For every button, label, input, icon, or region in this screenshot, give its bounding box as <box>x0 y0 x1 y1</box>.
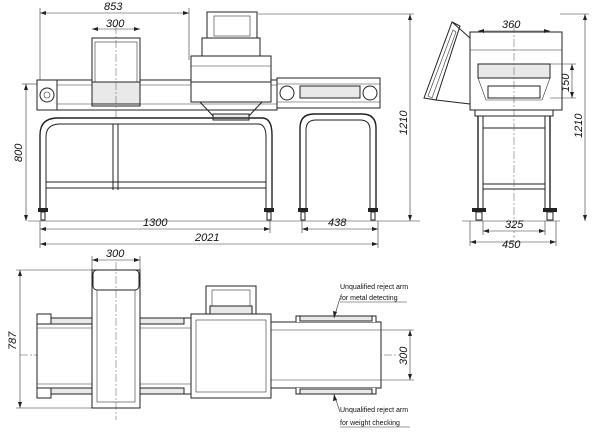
side-view: 360 150 1210 325 450 <box>423 13 589 251</box>
side-display-panel <box>423 21 461 101</box>
front-view: 853 300 1210 800 1300 438 <box>13 1 420 248</box>
dim-2021: 2021 <box>194 232 219 244</box>
dim-side-1210: 1210 <box>573 113 585 138</box>
front-display-screen <box>206 11 258 43</box>
dim-1300: 1300 <box>143 217 168 229</box>
note-metal-reject-line1: Unqualified reject arm <box>340 284 408 291</box>
dim-front-300: 300 <box>106 18 125 30</box>
dim-side-325: 325 <box>505 219 524 231</box>
top-reject-conveyor <box>270 321 382 389</box>
dim-top-787: 787 <box>7 331 19 350</box>
dim-side-360: 360 <box>502 19 521 31</box>
front-right-stand <box>299 113 377 208</box>
dim-438: 438 <box>328 217 347 229</box>
dim-top-belt-300: 300 <box>398 346 410 365</box>
note-metal-reject-line2: for metal detecting <box>340 295 398 302</box>
dim-front-1210: 1210 <box>398 110 410 135</box>
top-weigh-section <box>190 313 272 399</box>
note-weight-reject-line1: Unqualified reject arm <box>340 407 408 414</box>
top-view: 300 787 300 Unqualified reject arm for m… <box>7 248 414 428</box>
dim-side-150: 150 <box>560 73 572 92</box>
dim-side-450: 450 <box>502 239 521 251</box>
dim-front-800: 800 <box>13 143 25 162</box>
note-weight-reject-line2: for weight checking <box>340 420 400 427</box>
dim-top-300: 300 <box>106 248 125 260</box>
dim-853: 853 <box>104 1 123 13</box>
front-left-stand <box>39 117 273 208</box>
